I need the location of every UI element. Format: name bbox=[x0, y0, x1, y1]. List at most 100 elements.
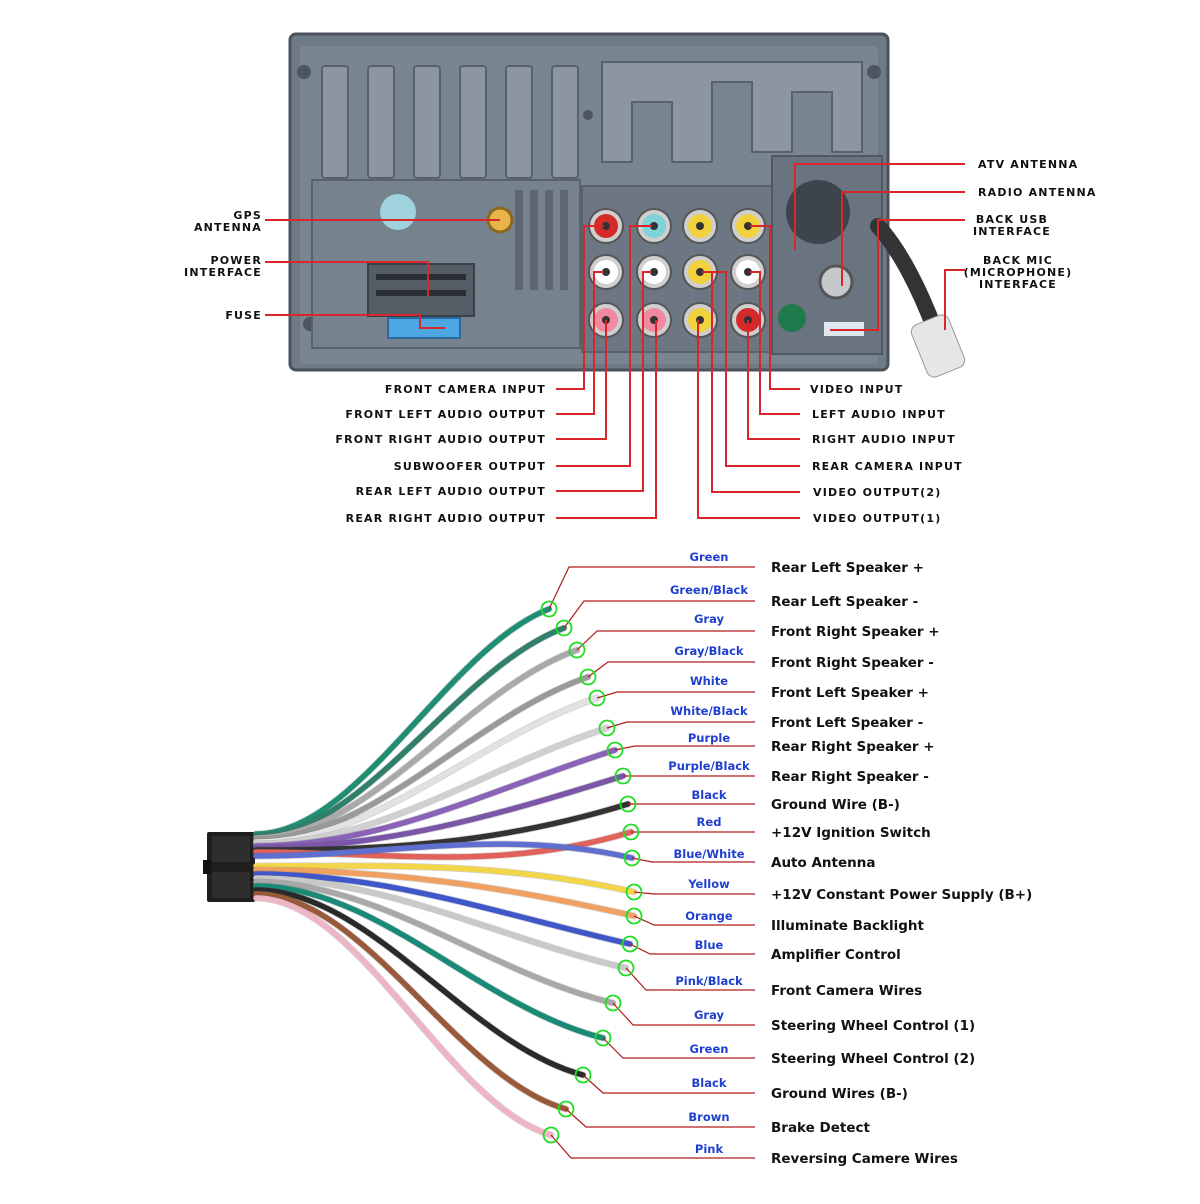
label-back-usb-1: BACK USB bbox=[976, 213, 1048, 226]
wire-marker bbox=[622, 823, 640, 841]
wire-marker bbox=[623, 849, 641, 867]
harness-wire bbox=[253, 695, 600, 845]
wire-leader bbox=[629, 943, 755, 955]
harness-wire bbox=[253, 625, 567, 839]
label-video-output-2: VIDEO OUTPUT(2) bbox=[813, 486, 941, 499]
harness-wire bbox=[253, 883, 606, 1041]
wire-function-label: Rear Right Speaker + bbox=[771, 739, 935, 755]
wire-marker bbox=[555, 619, 573, 637]
wire-harness-connector bbox=[203, 832, 255, 902]
wire-function-label: Ground Wires (B-) bbox=[771, 1086, 908, 1102]
wire-function-label: +12V Constant Power Supply (B+) bbox=[771, 887, 1032, 903]
wire-marker bbox=[540, 600, 558, 618]
wire-color-label: Black bbox=[692, 788, 727, 802]
wire-marker bbox=[557, 1100, 575, 1118]
wire-marker bbox=[598, 719, 616, 737]
wire-color-label: Blue bbox=[695, 938, 724, 952]
wire-color-label: Green bbox=[690, 550, 729, 564]
label-gps-antenna-2: ANTENNA bbox=[194, 221, 262, 234]
head-unit-back-panel bbox=[288, 32, 966, 378]
mic-port bbox=[778, 304, 806, 332]
wire-function-label: +12V Ignition Switch bbox=[771, 825, 931, 841]
wire-color-label: Gray bbox=[694, 1008, 725, 1022]
wire-leader bbox=[563, 600, 755, 629]
wire-function-label: Steering Wheel Control (1) bbox=[771, 1018, 975, 1034]
wire-color-label: Yellow bbox=[687, 877, 730, 891]
rca-jack bbox=[682, 302, 718, 338]
wire-leader bbox=[625, 967, 755, 991]
harness-wire bbox=[253, 606, 552, 837]
wire-leader bbox=[633, 891, 755, 895]
wire-function-label: Illuminate Backlight bbox=[771, 918, 925, 934]
wire-leader bbox=[612, 1002, 755, 1026]
wire-color-label: Pink bbox=[695, 1142, 724, 1156]
label-video-output-1: VIDEO OUTPUT(1) bbox=[813, 512, 941, 525]
wire-color-label: Red bbox=[697, 815, 722, 829]
wire-color-label: Orange bbox=[685, 909, 733, 923]
wire-function-label: Front Left Speaker - bbox=[771, 715, 923, 731]
rca-jacks bbox=[588, 208, 766, 338]
wire-color-label: Pink/Black bbox=[675, 974, 743, 988]
wire-function-label: Front Left Speaker + bbox=[771, 685, 929, 701]
wire-color-label: Purple bbox=[688, 731, 730, 745]
wire-color-label: White bbox=[690, 674, 728, 688]
harness-wire bbox=[253, 867, 637, 919]
harness-wire bbox=[253, 841, 635, 861]
wire-leader bbox=[582, 1074, 755, 1094]
wire-marker bbox=[606, 741, 624, 759]
label-front-camera-input: FRONT CAMERA INPUT bbox=[385, 383, 546, 396]
wire-marker bbox=[619, 795, 637, 813]
wire-color-label: Gray bbox=[694, 612, 725, 626]
wire-marker bbox=[542, 1126, 560, 1144]
wire-function-label: Rear Right Speaker - bbox=[771, 769, 929, 785]
wire-function-label: Brake Detect bbox=[771, 1120, 871, 1136]
rca-jack bbox=[730, 208, 766, 244]
wire-function-label: Rear Left Speaker + bbox=[771, 560, 924, 576]
wire-color-label: Blue/White bbox=[673, 847, 744, 861]
wire-leader bbox=[550, 1134, 755, 1159]
label-power-interface-1: POWER bbox=[210, 254, 262, 267]
label-subwoofer-output: SUBWOOFER OUTPUT bbox=[394, 460, 546, 473]
wire-leader bbox=[606, 721, 755, 729]
wire-leader bbox=[596, 691, 755, 699]
wire-marker bbox=[604, 994, 622, 1012]
harness-wires bbox=[252, 605, 638, 1139]
panel-labels: GPS ANTENNA POWER INTERFACE FUSE ATV ANT… bbox=[184, 158, 1095, 525]
harness-wire bbox=[253, 747, 618, 849]
label-video-input: VIDEO INPUT bbox=[810, 383, 903, 396]
wire-color-label: Black bbox=[692, 1076, 727, 1090]
harness-wire bbox=[253, 887, 586, 1078]
wire-leader bbox=[576, 630, 755, 651]
harness-wire bbox=[253, 674, 591, 843]
wire-color-label: Green/Black bbox=[670, 583, 748, 597]
label-back-mic-3: INTERFACE bbox=[979, 278, 1057, 291]
label-back-usb-2: INTERFACE bbox=[973, 225, 1051, 238]
wire-function-label: Auto Antenna bbox=[771, 855, 876, 871]
label-front-left-audio-output: FRONT LEFT AUDIO OUTPUT bbox=[345, 408, 546, 421]
wire-function-label: Amplifier Control bbox=[771, 947, 901, 963]
wire-marker bbox=[588, 689, 606, 707]
wire-marker bbox=[574, 1066, 592, 1084]
label-atv-antenna: ATV ANTENNA bbox=[978, 158, 1078, 171]
wire-function-label: Front Right Speaker + bbox=[771, 624, 940, 640]
label-front-right-audio-output: FRONT RIGHT AUDIO OUTPUT bbox=[335, 433, 546, 446]
label-back-mic-2: (MICROPHONE) bbox=[964, 266, 1073, 279]
label-rear-left-audio-output: REAR LEFT AUDIO OUTPUT bbox=[356, 485, 546, 498]
harness-wire bbox=[253, 871, 633, 947]
harness-wire bbox=[253, 773, 626, 851]
label-back-mic-1: BACK MIC bbox=[983, 254, 1053, 267]
wire-function-label: Front Right Speaker - bbox=[771, 655, 934, 671]
harness-wire bbox=[253, 875, 629, 971]
wire-leader bbox=[565, 1108, 755, 1128]
rca-jack bbox=[730, 254, 766, 290]
wire-function-label: Steering Wheel Control (2) bbox=[771, 1051, 975, 1067]
rca-jack bbox=[682, 254, 718, 290]
mic-plug bbox=[910, 314, 966, 378]
wire-marker bbox=[617, 959, 635, 977]
label-left-audio-input: LEFT AUDIO INPUT bbox=[812, 408, 946, 421]
harness-wire bbox=[253, 895, 554, 1138]
label-power-interface-2: INTERFACE bbox=[184, 266, 262, 279]
harness-wire bbox=[253, 725, 610, 847]
label-rear-right-audio-output: REAR RIGHT AUDIO OUTPUT bbox=[346, 512, 546, 525]
